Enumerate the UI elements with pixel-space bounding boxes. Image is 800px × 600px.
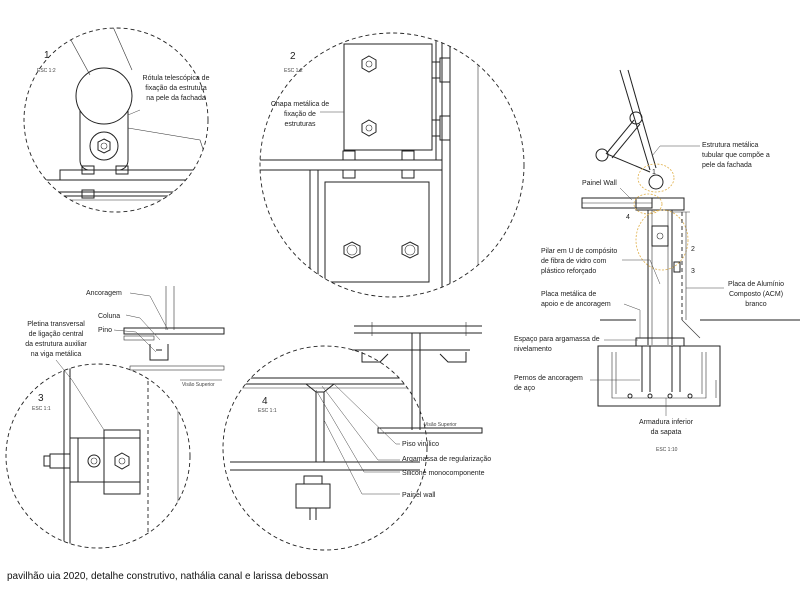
svg-text:Espaço para argamassa de: Espaço para argamassa de bbox=[514, 336, 600, 343]
svg-text:Pletina transversal: Pletina transversal bbox=[27, 321, 85, 328]
svg-text:da estrutura auxiliar: da estrutura auxiliar bbox=[25, 341, 87, 348]
svg-text:Pilar em U de compósito: Pilar em U de compósito bbox=[541, 248, 617, 255]
base-plate bbox=[635, 337, 685, 347]
silicone-label: Silicone monocomponente bbox=[402, 470, 485, 477]
marker-circle-1 bbox=[637, 163, 675, 193]
svg-text:Estrutura metálica: Estrutura metálica bbox=[702, 142, 759, 149]
top-view-label: Visão Superior bbox=[182, 382, 215, 388]
vinyl-floor-label: Piso vinílico bbox=[402, 441, 439, 448]
svg-text:pele da fachada: pele da fachada bbox=[702, 162, 752, 169]
detail-2-number: 2 bbox=[290, 51, 296, 62]
detail-3-circle bbox=[5, 363, 191, 549]
detail-4: Visão Superior 4 ESC 1:1 Piso vinílico bbox=[222, 322, 491, 551]
wall-panel-label: Painel wall bbox=[402, 492, 436, 499]
hex-bolt-icon bbox=[97, 138, 111, 154]
svg-text:Armadura inferior: Armadura inferior bbox=[639, 419, 694, 426]
telescopic-tube-section bbox=[75, 67, 133, 125]
svg-text:fixação da estrutura: fixação da estrutura bbox=[145, 85, 207, 92]
detail-4-number: 4 bbox=[262, 396, 268, 407]
detail-4-circle bbox=[222, 345, 428, 551]
marker-4: 4 bbox=[626, 214, 630, 221]
mortar-space-label: Espaço para argamassa de nivelamento bbox=[514, 336, 600, 353]
acm-label: Placa de Alumínio Composto (ACM) branco bbox=[728, 281, 784, 308]
marker-3: 3 bbox=[691, 268, 695, 275]
svg-text:Placa de Alumínio: Placa de Alumínio bbox=[728, 281, 784, 288]
hex-nut-icon bbox=[114, 452, 130, 470]
detail-2-label: Chapa metálica de fixação de estruturas bbox=[271, 101, 329, 128]
svg-text:nivelamento: nivelamento bbox=[514, 346, 552, 353]
detail-1: 1 ESC 1:2 Rótula telescópica de fixação … bbox=[23, 27, 210, 213]
fixing-plate bbox=[343, 43, 433, 151]
svg-text:Chapa metálica de: Chapa metálica de bbox=[271, 101, 329, 108]
svg-text:da sapata: da sapata bbox=[651, 429, 682, 436]
detail-3-scale: ESC 1:1 bbox=[32, 406, 51, 412]
svg-text:Placa metálica de: Placa metálica de bbox=[541, 291, 596, 298]
section-scale: ESC 1:10 bbox=[656, 447, 678, 453]
footing bbox=[597, 345, 721, 407]
leveling-mortar-label: Argamassa de regularização bbox=[402, 456, 491, 463]
detail-2-circle bbox=[259, 32, 525, 298]
anchor-bolts-label: Pernos de ancoragem de aço bbox=[514, 375, 583, 392]
svg-text:fixação de: fixação de bbox=[284, 111, 316, 118]
anchor-block bbox=[295, 483, 331, 509]
u-pillar-label: Pilar em U de compósito de fibra de vidr… bbox=[541, 248, 617, 275]
svg-text:Pernos de ancoragem: Pernos de ancoragem bbox=[514, 375, 583, 382]
column-label: Coluna bbox=[98, 313, 120, 320]
detail-3: Visão Superior Ancoragem Coluna Pino Ple… bbox=[5, 286, 225, 549]
marker-1: 1 bbox=[652, 169, 656, 176]
detail-1-label: Rótula telescópica de fixação da estrutu… bbox=[143, 75, 210, 102]
detail-1-circle bbox=[23, 27, 209, 213]
tubular-structure-label: Estrutura metálica tubular que compõe a … bbox=[702, 142, 770, 169]
detail-1-scale: ESC 1:2 bbox=[37, 68, 56, 74]
hex-bolt-icon bbox=[361, 55, 377, 73]
svg-text:branco: branco bbox=[745, 301, 767, 308]
wall-panel-label: Painel Wall bbox=[582, 180, 617, 187]
pin-label: Pino bbox=[98, 327, 112, 334]
detail-3-label: Pletina transversal de ligação central d… bbox=[25, 321, 87, 358]
marker-circle-2 bbox=[635, 209, 689, 271]
svg-text:Composto (ACM): Composto (ACM) bbox=[729, 291, 783, 298]
svg-text:de aço: de aço bbox=[514, 385, 535, 392]
svg-text:Rótula telescópica de: Rótula telescópica de bbox=[143, 75, 210, 82]
svg-text:na viga metálica: na viga metálica bbox=[31, 351, 82, 358]
detail-1-number: 1 bbox=[44, 50, 50, 61]
svg-text:tubular que compõe a: tubular que compõe a bbox=[702, 152, 770, 159]
detail-4-scale: ESC 1:1 bbox=[258, 408, 277, 414]
detail-2: 2 ESC 1:2 Chapa metálica de fixação de e… bbox=[259, 32, 525, 298]
plate-label: Placa metálica de apoio e de ancoragem bbox=[541, 291, 611, 308]
detail-4-top-view: Visão Superior bbox=[352, 322, 483, 434]
svg-text:de fibra de vidro com: de fibra de vidro com bbox=[541, 258, 607, 265]
marker-2: 2 bbox=[691, 246, 695, 253]
main-section: 1 2 3 4 Estrutura metálica tubular que c… bbox=[514, 69, 800, 453]
svg-text:estruturas: estruturas bbox=[284, 121, 316, 128]
detail-3-top-view: Visão Superior bbox=[123, 286, 225, 388]
svg-text:plástico reforçado: plástico reforçado bbox=[541, 268, 596, 275]
caption: pavilhão uia 2020, detalhe construtivo, … bbox=[7, 571, 329, 582]
footing-rebar-label: Armadura inferior da sapata bbox=[639, 419, 694, 436]
anchor-label: Ancoragem bbox=[86, 290, 122, 297]
svg-text:na pele da fachada: na pele da fachada bbox=[146, 95, 206, 102]
hex-bolt-icon bbox=[361, 119, 377, 137]
top-view-label: Visão Superior bbox=[424, 422, 457, 428]
svg-text:de ligação central: de ligação central bbox=[29, 331, 84, 338]
svg-text:apoio e de ancoragem: apoio e de ancoragem bbox=[541, 301, 611, 308]
detail-3-number: 3 bbox=[38, 393, 44, 404]
detail-2-scale: ESC 1:2 bbox=[284, 68, 303, 74]
